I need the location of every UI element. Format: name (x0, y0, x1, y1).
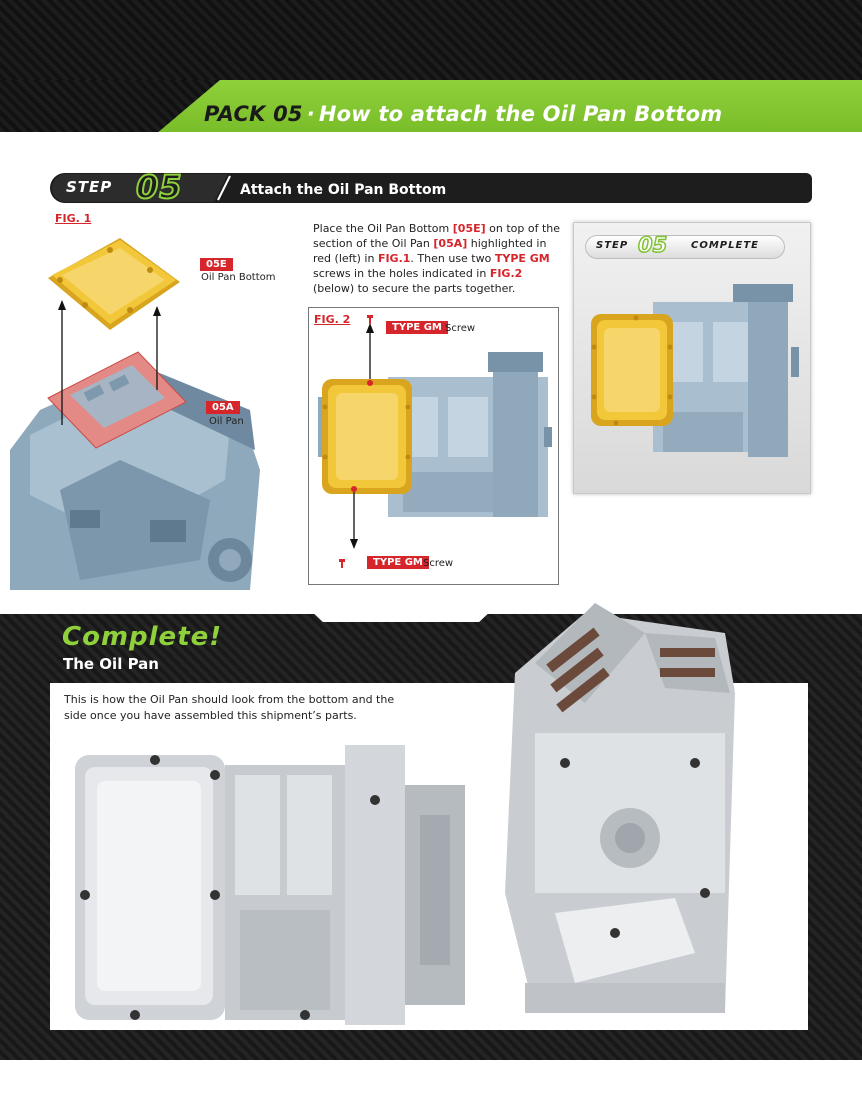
engine-block-side-image (653, 284, 799, 457)
section-notch (308, 608, 494, 622)
instr-text: (below) to secure the parts together. (313, 282, 516, 295)
step-complete-illustration (591, 284, 799, 457)
instr-text: Place the Oil Pan Bottom (313, 222, 453, 235)
instr-fig-ref: FIG.2 (489, 267, 523, 280)
pack-label: PACK 05 (204, 102, 303, 126)
step-complete-badge (585, 235, 785, 259)
step-complete-word: STEP (596, 240, 629, 251)
step-word: STEP (66, 178, 113, 196)
step-complete-status: COMPLETE (691, 240, 759, 251)
engine-side-view-image (505, 603, 735, 1013)
step-title: Attach the Oil Pan Bottom (240, 182, 447, 198)
instr-fig-ref: FIG.1 (377, 252, 411, 265)
complete-title: Complete! (62, 622, 223, 652)
step-number: 05 (135, 168, 183, 206)
instr-text: highlighted in red (left) in (313, 237, 547, 265)
header-green-band (0, 80, 862, 132)
instr-text: on top of the section of the Oil Pan (313, 222, 561, 250)
fig2-illustration (318, 315, 552, 568)
pack-title-text: How to attach the Oil Pan Bottom (318, 102, 723, 126)
step-complete-number: 05 (637, 232, 668, 258)
assembly-arrows (58, 300, 161, 425)
instr-part-code: [05E] (452, 222, 486, 235)
header-carbon-bg (0, 0, 862, 84)
instr-text: . Then use two (410, 252, 495, 265)
fig1-label: FIG. 1 (55, 212, 92, 225)
screw-name-label: Screw (445, 323, 476, 334)
screw-icon (339, 559, 345, 568)
oil-pan-bottom-view-image (75, 745, 465, 1025)
complete-description: This is how the Oil Pan should look from… (64, 693, 395, 722)
instr-text: screws in the holes indicated in (313, 267, 490, 280)
complete-subtitle: The Oil Pan (63, 655, 159, 673)
part-name-label: Oil Pan (209, 416, 244, 427)
instruction-text: Place the Oil Pan Bottom [05E] on top of… (313, 221, 563, 296)
screw-type-tag: TYPE GM (367, 556, 429, 569)
part-code-tag: 05E (200, 258, 233, 271)
slash-divider-icon (217, 175, 231, 201)
screw-icon (367, 315, 373, 324)
instr-part-code: [05A] (433, 237, 468, 250)
instr-screw-type: TYPE GM (494, 252, 550, 265)
oil-pan-bottom-image (322, 379, 412, 494)
step-badge (52, 174, 228, 202)
screw-arrows (350, 323, 374, 549)
page-title: PACK 05·How to attach the Oil Pan Bottom (204, 102, 722, 126)
fig1-illustration (10, 238, 260, 590)
oil-pan-bottom-image (591, 314, 673, 426)
oil-pan-bottom-image (48, 238, 180, 330)
screw-type-tag: TYPE GM (386, 321, 448, 334)
fig2-label: FIG. 2 (314, 313, 351, 326)
title-separator: · (306, 102, 315, 126)
screw-name-label: Screw (423, 558, 454, 569)
part-code-tag: 05A (206, 401, 240, 414)
part-name-label: Oil Pan Bottom (201, 272, 276, 283)
